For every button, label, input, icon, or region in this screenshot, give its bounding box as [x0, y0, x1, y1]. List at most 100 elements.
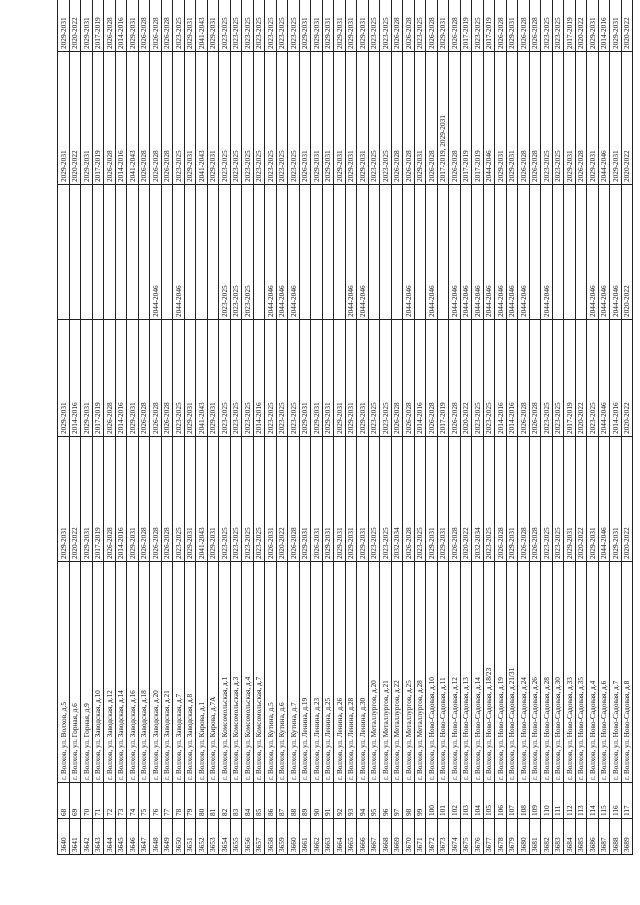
cell-id: 3687	[598, 818, 610, 855]
cell-id: 3675	[460, 818, 472, 855]
cell-p3: 2020-2022	[621, 184, 633, 320]
cell-p4: 2026-2028	[529, 51, 541, 185]
cell-p2: 2023-2025	[287, 319, 299, 437]
cell-p2: 2023-2025	[586, 319, 598, 437]
cell-addr: г. Волхов, ул. Металлургов, д.22	[391, 561, 403, 783]
cell-p1: 2029-2031	[57, 436, 69, 562]
cell-p5: 2023-2025	[253, 0, 265, 52]
cell-p3	[333, 184, 345, 320]
cell-p3: 2044-2046	[483, 184, 495, 320]
cell-no: 70	[80, 782, 92, 819]
cell-addr: г. Волхов, ул. Ново-Садовая, д.13	[460, 561, 472, 783]
cell-p1: 2026-2028	[138, 436, 150, 562]
cell-id: 3683	[552, 818, 564, 855]
cell-p1: 2023-2025	[414, 436, 426, 562]
cell-no: 84	[241, 782, 253, 819]
cell-p3	[184, 184, 196, 320]
cell-p1: 2023-2025	[368, 436, 380, 562]
cell-id: 3642	[80, 818, 92, 855]
cell-p3: 2044-2046	[345, 184, 357, 320]
cell-p5: 2026-2028	[517, 0, 529, 52]
cell-addr: г. Волхов, ул. Кирова, д.7А	[207, 561, 219, 783]
cell-p2: 2029-2031	[184, 319, 196, 437]
cell-p3: 2023-2025	[241, 184, 253, 320]
cell-p4: 2029-2031	[345, 51, 357, 185]
cell-p4: 2020-2022	[621, 51, 633, 185]
cell-id: 3652	[195, 818, 207, 855]
cell-p1: 2014-2016	[115, 436, 127, 562]
cell-id: 3663	[322, 818, 334, 855]
cell-p4: 2020-2022	[69, 51, 81, 185]
cell-p4: 2017-2019	[92, 51, 104, 185]
cell-p1: 2029-2031	[425, 436, 437, 562]
cell-p4: 2026-2028	[448, 51, 460, 185]
cell-p4: 2026-2028	[138, 51, 150, 185]
cell-id: 3648	[149, 818, 161, 855]
cell-p3: 2044-2046	[609, 184, 621, 320]
cell-no: 113	[575, 782, 587, 819]
cell-p2: 2029-2031	[345, 319, 357, 437]
cell-no: 89	[299, 782, 311, 819]
cell-addr: г. Волхов, ул. Комсомольская, д.7	[253, 561, 265, 783]
cell-p2: 2029-2031	[310, 319, 322, 437]
cell-no: 90	[310, 782, 322, 819]
cell-id: 3650	[172, 818, 184, 855]
cell-p3	[299, 184, 311, 320]
cell-no: 77	[161, 782, 173, 819]
cell-p2: 2026-2028	[138, 319, 150, 437]
cell-p5: 2029-2031	[586, 0, 598, 52]
cell-p2: 2044-2046	[598, 319, 610, 437]
cell-p5: 2023-2025	[241, 0, 253, 52]
cell-p3: 2044-2046	[264, 184, 276, 320]
cell-p2: 2026-2028	[402, 319, 414, 437]
cell-p2: 2020-2022	[460, 319, 472, 437]
cell-id: 3673	[437, 818, 449, 855]
cell-p3: 2044-2046	[149, 184, 161, 320]
cell-p5: 2014-2016	[598, 0, 610, 52]
cell-id: 3658	[264, 818, 276, 855]
cell-p2: 2014-2016	[69, 319, 81, 437]
cell-id: 3664	[333, 818, 345, 855]
cell-id: 3653	[207, 818, 219, 855]
cell-p5: 2029-2031	[609, 0, 621, 52]
cell-p3	[563, 184, 575, 320]
cell-no: 73	[115, 782, 127, 819]
cell-p3: 2023-2025	[218, 184, 230, 320]
cell-no: 93	[345, 782, 357, 819]
cell-p5: 2026-2028	[391, 0, 403, 52]
cell-p5: 2023-2025	[414, 0, 426, 52]
cell-addr: г. Волхов, ул. Заводская, д.8	[184, 561, 196, 783]
cell-id: 3671	[414, 818, 426, 855]
cell-addr: г. Волхов, ул. Ново-Садовая, д.24	[517, 561, 529, 783]
cell-p2: 2029-2031	[322, 319, 334, 437]
cell-no: 107	[506, 782, 518, 819]
cell-p3: 2044-2046	[586, 184, 598, 320]
cell-addr: г. Волхов, ул. Ново-Садовая, д.21/31	[506, 561, 518, 783]
cell-p1: 2029-2031	[299, 436, 311, 562]
cell-no: 100	[425, 782, 437, 819]
cell-p1: 2029-2031	[563, 436, 575, 562]
cell-no: 117	[621, 782, 633, 819]
cell-no: 91	[322, 782, 334, 819]
cell-p4: 2026-2028	[402, 51, 414, 185]
cell-no: 78	[172, 782, 184, 819]
cell-p4: 2041-2043	[126, 51, 138, 185]
cell-p2: 2029-2031	[80, 319, 92, 437]
cell-id: 3644	[103, 818, 115, 855]
cell-p2: 2023-2025	[540, 319, 552, 437]
cell-no: 88	[287, 782, 299, 819]
cell-p5: 2026-2028	[425, 0, 437, 52]
cell-p4: 2029-2031	[207, 51, 219, 185]
cell-p3: 2044-2046	[471, 184, 483, 320]
cell-p5: 2026-2028	[529, 0, 541, 52]
cell-no: 82	[218, 782, 230, 819]
